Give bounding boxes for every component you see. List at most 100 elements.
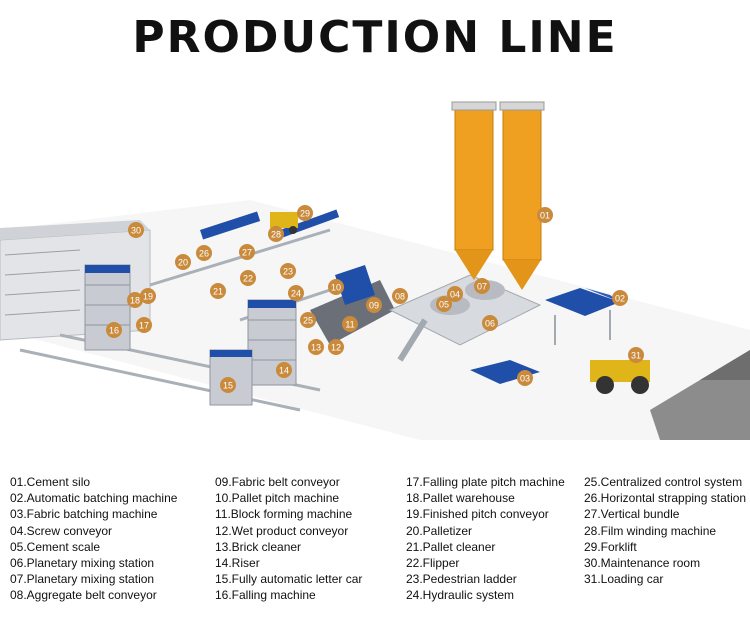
legend-item: 05.Cement scale (10, 539, 101, 554)
marker-09: 09 (366, 297, 382, 313)
legend-item: 03.Fabric batching machine (10, 507, 158, 522)
marker-badge (136, 317, 152, 333)
marker-badge (239, 244, 255, 260)
marker-label: 14 (279, 366, 289, 376)
marker-25: 25 (300, 312, 316, 328)
marker-15: 15 (220, 377, 236, 393)
legend-item: 23.Pedestrian ladder (406, 572, 517, 587)
marker-14: 14 (276, 362, 292, 378)
marker-11: 11 (342, 316, 358, 332)
marker-badge (517, 370, 533, 386)
marker-label: 02 (615, 294, 625, 304)
marker-label: 10 (331, 283, 341, 293)
legend-item: 18.Pallet warehouse (406, 491, 515, 506)
marker-30: 30 (128, 222, 144, 238)
legend-item: 11.Block forming machine (215, 507, 353, 522)
marker-07: 07 (474, 278, 490, 294)
marker-03: 03 (517, 370, 533, 386)
legend-item: 25.Centralized control system (584, 475, 743, 489)
marker-badge (366, 297, 382, 313)
marker-badge (447, 286, 463, 302)
marker-badge (288, 285, 304, 301)
marker-badge (328, 279, 344, 295)
legend-item: 19.Finished pitch conveyor (406, 507, 549, 522)
marker-label: 09 (369, 301, 379, 311)
marker-02: 02 (612, 290, 628, 306)
pallet-warehouse-rack (84, 264, 131, 351)
legend-item: 10.Pallet pitch machine (215, 491, 340, 506)
marker-label: 25 (303, 316, 313, 326)
marker-01: 01 (537, 207, 553, 223)
marker-label: 15 (223, 381, 233, 391)
marker-10: 10 (328, 279, 344, 295)
marker-label: 11 (345, 320, 354, 330)
marker-badge (196, 245, 212, 261)
legend-item: 21.Pallet cleaner (406, 539, 496, 554)
cement-silos (451, 101, 545, 290)
marker-label: 21 (213, 287, 223, 297)
legend-column-2: 09.Fabric belt conveyor 10.Pallet pitch … (215, 474, 362, 604)
legend-column-3: 17.Falling plate pitch machine 18.Pallet… (406, 474, 565, 604)
legend-item: 13.Brick cleaner (215, 539, 302, 554)
marker-badge (175, 254, 191, 270)
marker-badge (392, 288, 408, 304)
marker-16: 16 (106, 322, 122, 338)
marker-badge (328, 339, 344, 355)
legend-item: 04.Screw conveyor (10, 523, 113, 538)
marker-label: 13 (311, 343, 321, 353)
marker-label: 05 (439, 300, 449, 310)
legend-item: 08.Aggregate belt conveyor (10, 588, 157, 603)
marker-26: 26 (196, 245, 212, 261)
marker-badge (268, 226, 284, 242)
marker-label: 30 (131, 226, 141, 236)
marker-label: 03 (520, 374, 530, 384)
marker-label: 19 (143, 292, 153, 302)
marker-21: 21 (210, 283, 226, 299)
marker-22: 22 (240, 270, 256, 286)
legend-item: 09.Fabric belt conveyor (215, 475, 340, 489)
legend-item: 15.Fully automatic letter car (215, 572, 363, 587)
legend-item: 17.Falling plate pitch machine (406, 475, 565, 489)
marker-badge (140, 288, 156, 304)
marker-label: 17 (139, 321, 149, 331)
marker-28: 28 (268, 226, 284, 242)
marker-label: 26 (199, 249, 209, 259)
marker-label: 20 (178, 258, 188, 268)
marker-label: 04 (450, 290, 460, 300)
marker-20: 20 (175, 254, 191, 270)
marker-badge (342, 316, 358, 332)
marker-label: 24 (291, 289, 301, 299)
marker-17: 17 (136, 317, 152, 333)
marker-label: 22 (243, 274, 253, 284)
marker-label: 01 (540, 211, 550, 221)
marker-badge (240, 270, 256, 286)
legend-item: 26.Horizontal strapping station (584, 491, 747, 506)
legend-item: 20.Palletizer (406, 523, 473, 538)
marker-label: 29 (300, 209, 310, 219)
marker-label: 06 (485, 319, 495, 329)
marker-label: 12 (331, 343, 341, 353)
marker-badge (106, 322, 122, 338)
marker-badge (537, 207, 553, 223)
legend-item: 27.Vertical bundle (584, 507, 680, 522)
marker-badge (612, 290, 628, 306)
legend-item: 01.Cement silo (10, 475, 91, 489)
marker-label: 28 (271, 230, 281, 240)
legend-item: 14.Riser (215, 556, 260, 571)
legend-item: 28.Film winding machine (584, 523, 717, 538)
legend-column-1: 01.Cement silo 02.Automatic batching mac… (10, 474, 177, 604)
legend-item: 24.Hydraulic system (406, 588, 515, 603)
marker-19: 19 (140, 288, 156, 304)
legend-column-4: 25.Centralized control system 26.Horizon… (584, 474, 746, 587)
marker-label: 07 (477, 282, 487, 292)
marker-badge (276, 362, 292, 378)
marker-label: 27 (242, 248, 252, 258)
marker-badge (128, 222, 144, 238)
block-forming-machine (310, 265, 395, 345)
marker-label: 08 (395, 292, 405, 302)
marker-12: 12 (328, 339, 344, 355)
marker-label: 23 (283, 267, 293, 277)
legend-item: 22.Flipper (406, 556, 460, 571)
batching-machine (470, 288, 620, 384)
